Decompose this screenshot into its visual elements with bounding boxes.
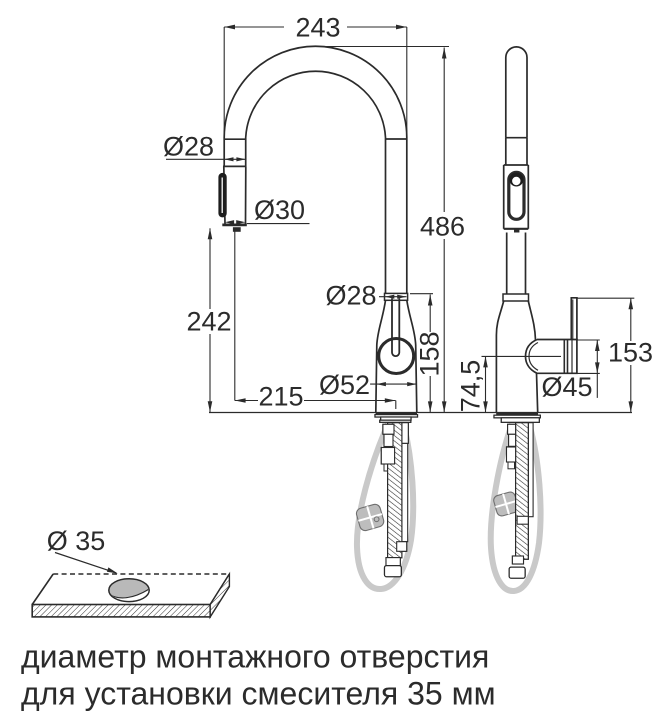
svg-text:158: 158 (415, 331, 445, 376)
svg-text:242: 242 (186, 307, 231, 337)
svg-text:215: 215 (258, 382, 303, 412)
svg-text:486: 486 (420, 212, 465, 242)
svg-text:153: 153 (608, 338, 653, 368)
svg-text:Ø28: Ø28 (325, 281, 376, 311)
svg-text:Ø28: Ø28 (163, 132, 214, 162)
svg-text:Ø 35: Ø 35 (47, 526, 106, 556)
svg-text:Ø45: Ø45 (541, 372, 592, 402)
svg-text:243: 243 (295, 13, 340, 43)
svg-text:диаметр монтажного отверстия: диаметр монтажного отверстия (21, 639, 489, 675)
svg-text:Ø52: Ø52 (319, 370, 370, 400)
svg-text:Ø30: Ø30 (254, 195, 305, 225)
svg-text:для установки смесителя 35 мм: для установки смесителя 35 мм (21, 676, 496, 712)
svg-text:74,5: 74,5 (456, 360, 486, 413)
